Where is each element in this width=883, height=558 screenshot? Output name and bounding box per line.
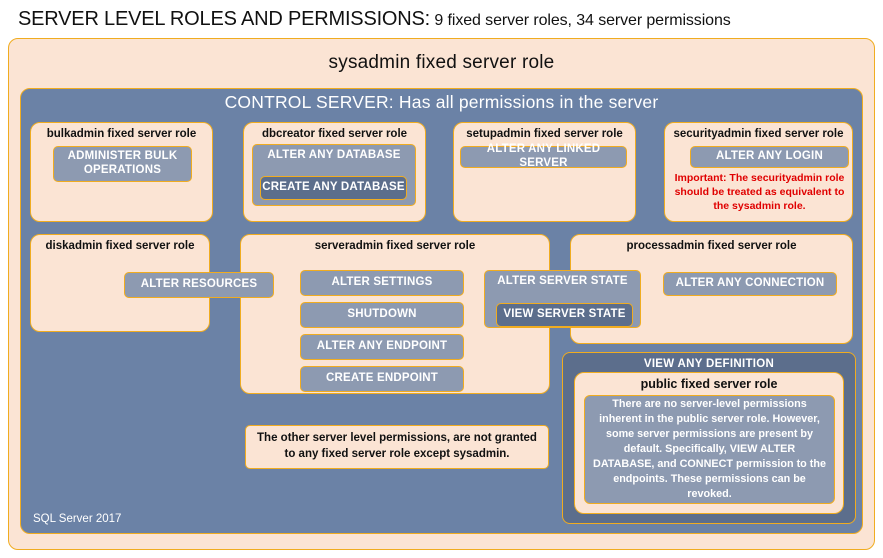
page-title-main: SERVER LEVEL ROLES AND PERMISSIONS: (18, 8, 431, 30)
role-label-securityadmin: securityadmin fixed server role (673, 128, 844, 140)
permission-view-server-state: VIEW SERVER STATE (496, 303, 633, 327)
sql-server-version-label: SQL Server 2017 (33, 513, 122, 525)
permission-alter-settings: ALTER SETTINGS (300, 270, 464, 296)
role-label-serveradmin: serveradmin fixed server role (314, 240, 476, 252)
permission-alter-any-connection: ALTER ANY CONNECTION (663, 272, 837, 296)
permission-view-any-definition: VIEW ANY DEFINITION (643, 358, 775, 370)
other-permissions-note: The other server level permissions, are … (245, 425, 549, 469)
permission-create-any-database: CREATE ANY DATABASE (260, 176, 407, 200)
permission-create-endpoint: CREATE ENDPOINT (300, 366, 464, 392)
role-label-processadmin: processadmin fixed server role (626, 240, 797, 252)
role-card-setupadmin (453, 122, 636, 222)
role-card-securityadmin (664, 122, 853, 222)
role-label-public: public fixed server role (640, 377, 778, 391)
role-label-setupadmin: setupadmin fixed server role (466, 128, 623, 140)
page-title-subtitle: 9 fixed server roles, 34 server permissi… (430, 12, 731, 29)
securityadmin-warning-note: Important: The securityadmin role should… (674, 172, 845, 212)
permission-administer-bulk-operations: ADMINISTER BULK OPERATIONS (53, 146, 192, 182)
sysadmin-role-label: sysadmin fixed server role (328, 52, 555, 73)
permission-shutdown: SHUTDOWN (300, 302, 464, 328)
page-title: SERVER LEVEL ROLES AND PERMISSIONS: 9 fi… (18, 8, 868, 36)
public-role-note: There are no server-level permissions in… (584, 395, 835, 504)
permission-alter-any-linked-server: ALTER ANY LINKED SERVER (460, 143, 627, 169)
role-label-bulkadmin: bulkadmin fixed server role (46, 128, 197, 140)
role-label-diskadmin: diskadmin fixed server role (45, 240, 195, 252)
permission-alter-resources: ALTER RESOURCES (124, 272, 274, 298)
permission-alter-any-endpoint: ALTER ANY ENDPOINT (300, 334, 464, 360)
role-label-dbcreator: dbcreator fixed server role (261, 128, 408, 140)
permission-alter-any-login: ALTER ANY LOGIN (690, 146, 849, 168)
control-server-label: CONTROL SERVER: Has all permissions in t… (224, 92, 659, 112)
